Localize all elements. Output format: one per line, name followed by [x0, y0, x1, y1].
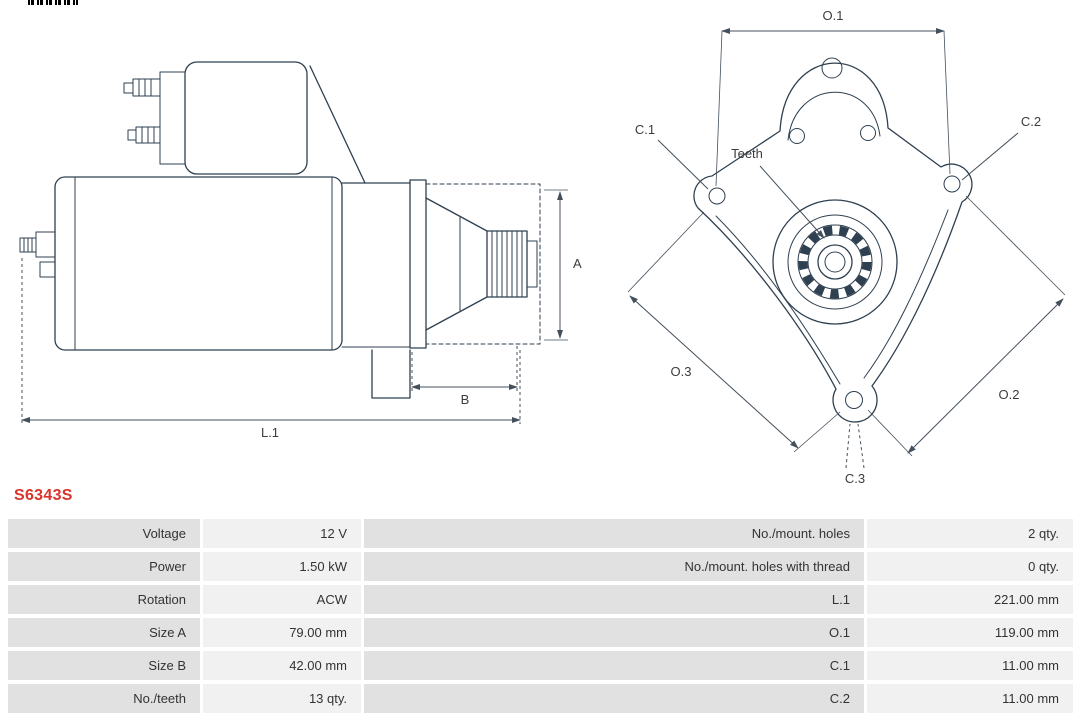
starter-front-view: O.1 C.1 C.2 Teeth O.3 O.2	[627, 8, 1066, 485]
spec-label-o1: O.1	[364, 618, 864, 647]
dimension-o2: O.2	[867, 195, 1066, 457]
gear-teeth	[798, 225, 872, 299]
spec-value-size-a: 79.00 mm	[203, 618, 361, 647]
dim-label-b: B	[461, 392, 470, 407]
spec-value-power: 1.50 kW	[203, 552, 361, 581]
drive-housing	[309, 65, 541, 399]
top-hole	[821, 57, 843, 79]
spec-label-power: Power	[8, 552, 200, 581]
spec-value-teeth: 13 qty.	[203, 684, 361, 713]
dim-label-o2: O.2	[999, 387, 1020, 402]
mount-hole-c3	[845, 391, 863, 409]
dim-label-l1: L.1	[261, 425, 279, 440]
spec-value-rotation: ACW	[203, 585, 361, 614]
dim-label-c2: C.2	[1021, 114, 1041, 129]
dimension-c2: C.2	[961, 114, 1041, 181]
dimension-c1: C.1	[635, 122, 709, 190]
spec-value-c1: 11.00 mm	[867, 651, 1073, 680]
spec-label-c1: C.1	[364, 651, 864, 680]
dimension-o3: O.3	[627, 211, 841, 453]
spec-label-mount-holes-thread: No./mount. holes with thread	[364, 552, 864, 581]
dim-label-c1: C.1	[635, 122, 655, 137]
technical-drawing: A B L.1	[19, 8, 1066, 485]
spec-table: Voltage 12 V No./mount. holes 2 qty. Pow…	[8, 519, 1073, 713]
spec-label-size-a: Size A	[8, 618, 200, 647]
starter-side-view: A B L.1	[19, 61, 582, 440]
spec-label-mount-holes: No./mount. holes	[364, 519, 864, 548]
spec-label-c2: C.2	[364, 684, 864, 713]
through-bolt	[19, 231, 56, 278]
spec-value-l1: 221.00 mm	[867, 585, 1073, 614]
solenoid	[123, 61, 308, 175]
spec-label-l1: L.1	[364, 585, 864, 614]
spec-value-size-b: 42.00 mm	[203, 651, 361, 680]
dim-label-a: A	[573, 256, 582, 271]
spec-label-teeth: No./teeth	[8, 684, 200, 713]
part-number: S6343S	[14, 487, 73, 504]
dimension-c3: C.3	[845, 423, 865, 485]
mounting-plate	[693, 57, 973, 423]
teeth-callout: Teeth	[731, 146, 825, 239]
dimension-l1: L.1	[21, 258, 521, 440]
spec-label-size-b: Size B	[8, 651, 200, 680]
pinion-gear	[486, 230, 538, 298]
dimension-a: A	[544, 189, 582, 341]
motor-body	[54, 176, 343, 351]
dim-label-c3: C.3	[845, 471, 865, 485]
dim-label-o1: O.1	[823, 8, 844, 23]
spec-value-mount-holes: 2 qty.	[867, 519, 1073, 548]
spec-value-o1: 119.00 mm	[867, 618, 1073, 647]
dimension-b: B	[411, 346, 518, 407]
spec-value-mount-holes-thread: 0 qty.	[867, 552, 1073, 581]
teeth-label: Teeth	[731, 146, 763, 161]
barcode	[28, 0, 78, 5]
spec-value-c2: 11.00 mm	[867, 684, 1073, 713]
dimension-o1: O.1	[715, 8, 951, 187]
mount-hole-c1	[708, 187, 726, 205]
spec-label-voltage: Voltage	[8, 519, 200, 548]
shoulder-hole-left	[789, 128, 805, 144]
mount-hole-c2	[943, 175, 961, 193]
dim-label-o3: O.3	[671, 364, 692, 379]
shoulder-hole-right	[860, 125, 876, 141]
spec-value-voltage: 12 V	[203, 519, 361, 548]
gear-boss	[772, 199, 898, 325]
spec-label-rotation: Rotation	[8, 585, 200, 614]
